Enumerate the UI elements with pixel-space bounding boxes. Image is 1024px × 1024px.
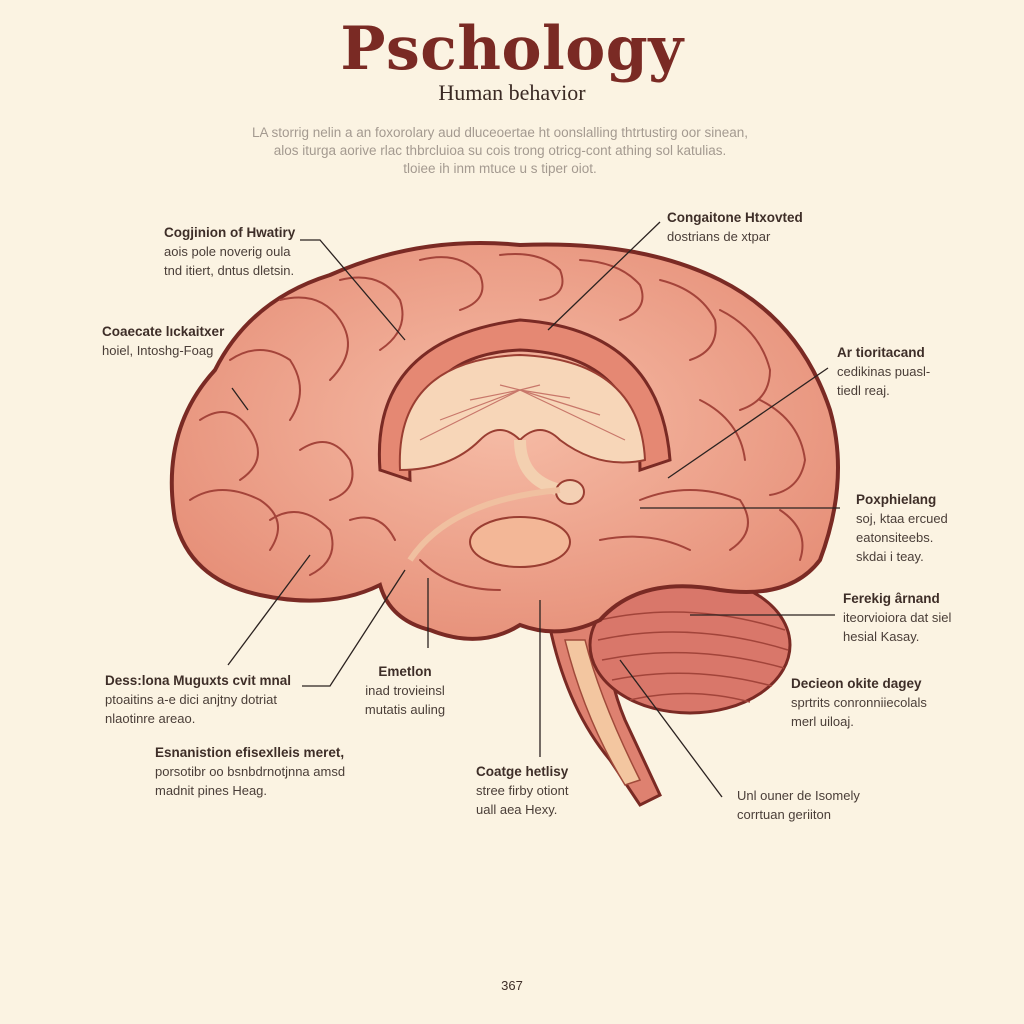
callout-line — [302, 569, 406, 687]
label-cognition: Cogjinion of Hwatiry aois pole noverig o… — [164, 223, 295, 280]
label-heading: Esnanistion efisexlleis meret, — [155, 745, 345, 760]
label-text: stree firby otiont — [476, 783, 569, 798]
intro-line: tloiee ih inm mtuce u s tiper oiot. — [403, 161, 597, 176]
label-text: nlaotinre areao. — [105, 711, 196, 726]
callout-line — [667, 367, 829, 479]
label-text: merl uiloaj. — [791, 714, 854, 729]
label-heading: Coaecate lıckaitxer — [102, 324, 225, 339]
label-text: tnd itiert, dntus dletsin. — [164, 263, 295, 278]
label-text: hesial Kasay. — [843, 629, 920, 644]
label-poxphielang: Poxphielang soj, ktaa ercued eatonsiteeb… — [856, 490, 948, 566]
callout-line — [300, 239, 406, 341]
label-text: madnit pines Heag. — [155, 783, 268, 798]
callout-line — [547, 221, 661, 331]
label-text: dostrians de xtpar — [667, 229, 771, 244]
cerebrum — [169, 241, 840, 641]
callout-line — [619, 659, 723, 798]
label-text: eatonsiteebs. — [856, 530, 934, 545]
label-text: sprtrits conronniiecolals — [791, 695, 927, 710]
label-heading: Coatge hetlisy — [476, 764, 569, 779]
label-heading: Dess:lona Muguxts cvit mnal — [105, 673, 292, 688]
label-text: soj, ktaa ercued — [856, 511, 948, 526]
label-text: porsotibr oo bsnbdrnotjnna amsd — [155, 764, 346, 779]
label-text: cedikinas puasl- — [837, 364, 931, 379]
label-text: mutatis auling — [364, 702, 446, 717]
label-text: iteorvioiora dat siel — [843, 610, 952, 625]
page-number: 367 — [501, 978, 523, 993]
label-text: aois pole noverig oula — [164, 244, 291, 259]
label-text: hoiel, Intoshg-Foag — [102, 343, 214, 358]
label-heading: Ar tioritacand — [837, 345, 925, 360]
callout-line — [227, 554, 311, 666]
label-estanision: Esnanistion efisexlleis meret, porsotibr… — [155, 743, 345, 800]
intro-paragraph: LA storrig nelin a an foxorolary aud dlu… — [230, 124, 770, 178]
label-text: uall aea Hexy. — [476, 802, 558, 817]
intro-line: LA storrig nelin a an foxorolary aud dlu… — [251, 125, 749, 140]
page-title: Pschology — [340, 14, 684, 84]
label-coatge: Coatge hetlisy stree firby otiont uall a… — [476, 762, 569, 819]
label-text: Unl ouner de Isomely — [737, 788, 860, 803]
label-text: ptoaitins a-e dici anjtny dotriat — [105, 692, 277, 707]
label-artioritacand: Ar tioritacand cedikinas puasl- tiedl re… — [837, 343, 930, 400]
fornix — [398, 353, 647, 472]
callout-line — [231, 387, 249, 411]
label-ferekig: Ferekig ârnand iteorvioiora dat siel hes… — [843, 589, 951, 646]
label-heading: Ferekig ârnand — [843, 591, 940, 606]
label-congaitone: Congaitone Htxovted dostrians de xtpar — [667, 208, 803, 246]
label-heading: Poxphielang — [856, 492, 937, 507]
label-dession: Dess:lona Muguxts cvit mnal ptoaitins a-… — [105, 671, 291, 728]
label-unl: Unl ouner de Isomely corrtuan geriiton — [737, 786, 860, 824]
label-heading: Decieon okite dagey — [791, 676, 922, 691]
label-text: tiedl reaj. — [837, 383, 890, 398]
label-heading: Congaitone Htxovted — [667, 210, 803, 225]
label-emetion: Emetlon inad trovieinsl mutatis auling — [360, 662, 450, 719]
page-subtitle: Human behavior — [438, 80, 586, 105]
label-coaecate: Coaecate lıckaitxer hoiel, Intoshg-Foag — [102, 322, 224, 360]
label-text: skdai i teay. — [856, 549, 924, 564]
label-text: corrtuan geriiton — [737, 807, 831, 822]
label-text: inad trovieinsl — [365, 683, 445, 698]
label-decieon: Decieon okite dagey sprtrits conronniiec… — [791, 674, 927, 731]
label-heading: Cogjinion of Hwatiry — [164, 225, 296, 240]
intro-line: alos iturga aorive rlac thbrcluioa su co… — [273, 143, 727, 158]
label-heading: Emetlon — [378, 664, 432, 679]
thalamus — [469, 516, 571, 568]
